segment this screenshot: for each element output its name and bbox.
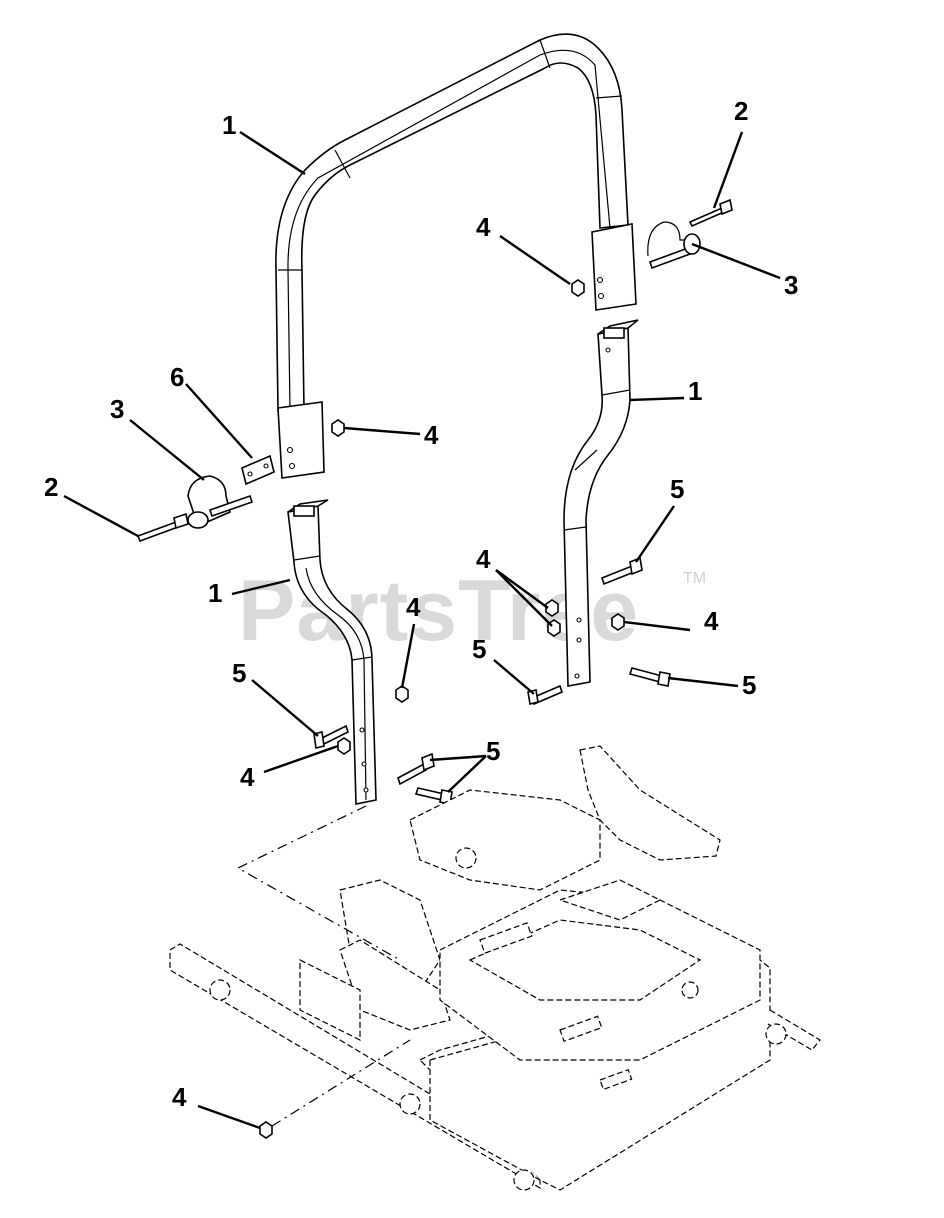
right-leg	[563, 319, 639, 687]
bolt-left-lower-a	[397, 752, 435, 786]
bolt-right-lower	[628, 667, 671, 687]
callout-5-right-lower: 5	[742, 670, 756, 700]
nut-right-leg	[611, 613, 625, 631]
left-hairpin-clip	[187, 475, 254, 529]
nut-upper-right	[571, 279, 585, 297]
nut-group	[259, 279, 625, 1139]
callout-4-left-leg-upper: 4	[406, 592, 421, 622]
nut-upper-left	[331, 419, 345, 437]
nut-right-pair-a	[545, 599, 559, 617]
nut-left-leg-upper	[395, 685, 409, 703]
callout-2-left-pin: 2	[44, 472, 58, 502]
callout-5-left-upper: 5	[232, 658, 246, 688]
callout-1-top-bar: 1	[222, 110, 236, 140]
nut-frame	[259, 1121, 273, 1139]
watermark-trademark: TM	[683, 570, 706, 587]
right-clevis-pin	[688, 198, 733, 228]
nut-left-leg-lower	[337, 737, 351, 755]
leader-lines	[63, 130, 781, 1130]
callout-4-upper-right-nut: 4	[476, 212, 491, 242]
callout-3-left-clip: 3	[110, 394, 124, 424]
callout-3-right-clip: 3	[784, 270, 798, 300]
callout-6-bracket: 6	[170, 362, 184, 392]
callout-5-left-lower-pair: 5	[486, 736, 500, 766]
callout-4-right-leg: 4	[704, 606, 719, 636]
callout-5-right-upper: 5	[670, 474, 684, 504]
bolt-group	[313, 556, 671, 805]
left-leg	[287, 499, 377, 805]
bolt-right-upper	[601, 556, 643, 586]
left-clevis-pin	[136, 512, 189, 543]
callout-1-left-leg: 1	[208, 578, 222, 608]
bolt-left-upper	[313, 724, 349, 749]
callout-labels: 1 2 4 3 1 4 6 3 2 1 5 4 4 4 5 5 5 5 4 4	[44, 96, 798, 1112]
upper-roll-bar	[275, 33, 637, 479]
callout-4-upper-left-nut: 4	[424, 420, 439, 450]
pin-bracket	[241, 454, 275, 486]
callout-4-frame-nut: 4	[172, 1082, 187, 1112]
callout-2-right-pin: 2	[734, 96, 748, 126]
bolt-right-mid	[527, 684, 563, 706]
callout-5-right-mid: 5	[472, 634, 486, 664]
callout-1-right-leg: 1	[688, 376, 702, 406]
callout-4-right-pair: 4	[476, 544, 491, 574]
mower-frame	[169, 745, 821, 1191]
callout-4-left-leg-lower: 4	[240, 762, 255, 792]
